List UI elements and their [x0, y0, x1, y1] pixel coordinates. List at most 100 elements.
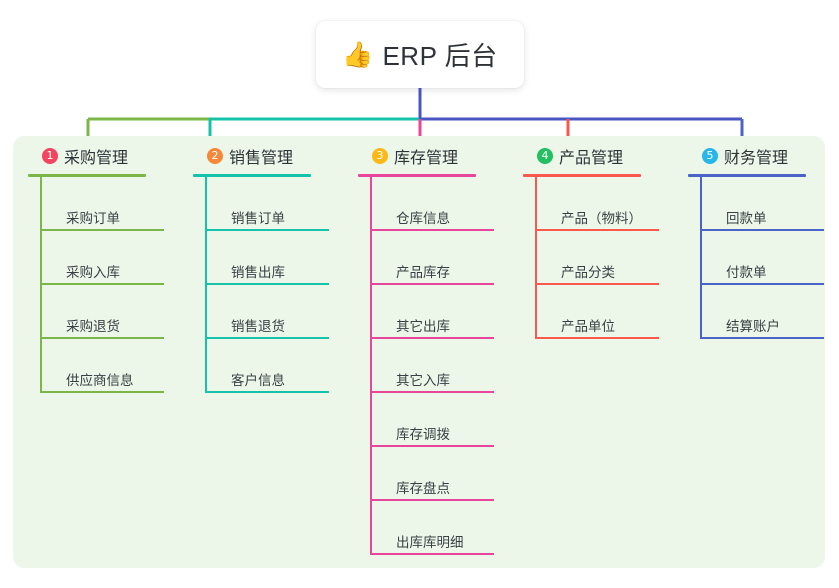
module-item-label: 出库库明细 [396, 534, 464, 550]
module-item-label: 产品库存 [396, 264, 450, 280]
module-item[interactable]: 采购入库 [40, 231, 178, 285]
module-item-rule [372, 499, 494, 501]
module-item[interactable]: 销售订单 [205, 177, 343, 231]
module-item-rule [372, 229, 494, 231]
module-badge-3: 3 [372, 148, 388, 164]
module-column-2: 2 销售管理销售订单销售出库销售退货客户信息 [193, 144, 343, 393]
module-item[interactable]: 出库库明细 [370, 501, 508, 555]
module-item[interactable]: 仓库信息 [370, 177, 508, 231]
module-item[interactable]: 客户信息 [205, 339, 343, 393]
module-header-rule-3 [358, 174, 476, 177]
module-item-rule [702, 229, 824, 231]
module-title-3: 库存管理 [394, 150, 459, 167]
module-item-label: 产品（物料） [561, 210, 642, 226]
root-node-label: ERP 后台 [382, 41, 498, 71]
module-item-rule [42, 283, 164, 285]
module-item-label: 其它出库 [396, 318, 450, 334]
module-item[interactable]: 产品库存 [370, 231, 508, 285]
module-spine-3 [370, 177, 372, 555]
module-header-1[interactable]: 1 采购管理 [28, 144, 178, 168]
module-item-label: 其它入库 [396, 372, 450, 388]
module-badge-1: 1 [42, 148, 58, 164]
module-item-rule [702, 337, 824, 339]
module-badge-5: 5 [702, 148, 718, 164]
module-items-4: 产品（物料） 产品分类产品单位 [523, 177, 673, 339]
module-item-rule [372, 445, 494, 447]
module-item-label: 回款单 [726, 210, 767, 226]
module-item[interactable]: 回款单 [700, 177, 838, 231]
module-item-label: 库存调拨 [396, 426, 450, 442]
module-item-label: 销售订单 [231, 210, 285, 226]
module-item-label: 采购订单 [66, 210, 120, 226]
module-item-rule [372, 283, 494, 285]
module-items-2: 销售订单销售出库销售退货客户信息 [193, 177, 343, 393]
module-item[interactable]: 销售退货 [205, 285, 343, 339]
module-column-1: 1 采购管理采购订单采购入库采购退货供应商信息 [28, 144, 178, 393]
module-item-rule [537, 229, 659, 231]
module-item-label: 仓库信息 [396, 210, 450, 226]
module-item[interactable]: 采购订单 [40, 177, 178, 231]
module-header-2[interactable]: 2 销售管理 [193, 144, 343, 168]
module-item[interactable]: 产品（物料） [535, 177, 673, 231]
module-item[interactable]: 供应商信息 [40, 339, 178, 393]
module-item-label: 产品分类 [561, 264, 615, 280]
module-item-rule [207, 391, 329, 393]
root-node[interactable]: 👍 ERP 后台 [316, 21, 524, 88]
module-item-label: 产品单位 [561, 318, 615, 334]
module-item[interactable]: 其它出库 [370, 285, 508, 339]
module-item-rule [372, 553, 494, 555]
module-item-rule [537, 337, 659, 339]
module-item[interactable]: 产品分类 [535, 231, 673, 285]
module-item[interactable]: 产品单位 [535, 285, 673, 339]
module-spine-4 [535, 177, 537, 339]
module-header-rule-4 [523, 174, 641, 177]
module-item-label: 付款单 [726, 264, 767, 280]
module-item-label: 销售出库 [231, 264, 285, 280]
modules-panel [13, 136, 825, 568]
module-title-1: 采购管理 [64, 150, 129, 167]
module-column-3: 3 库存管理仓库信息产品库存其它出库其它入库库存调拨库存盘点出库库明细 [358, 144, 508, 555]
module-item-rule [372, 337, 494, 339]
module-items-3: 仓库信息产品库存其它出库其它入库库存调拨库存盘点出库库明细 [358, 177, 508, 555]
module-item-label: 采购退货 [66, 318, 120, 334]
module-items-1: 采购订单采购入库采购退货供应商信息 [28, 177, 178, 393]
module-title-2: 销售管理 [229, 150, 294, 167]
module-item[interactable]: 付款单 [700, 231, 838, 285]
module-item-label: 供应商信息 [66, 372, 134, 388]
module-spine-1 [40, 177, 42, 393]
module-item-rule [537, 283, 659, 285]
module-items-5: 回款单付款单结算账户 [688, 177, 838, 339]
module-header-rule-2 [193, 174, 311, 177]
module-item[interactable]: 销售出库 [205, 231, 343, 285]
module-spine-5 [700, 177, 702, 339]
module-header-rule-1 [28, 174, 146, 177]
module-item-rule [207, 283, 329, 285]
module-badge-4: 4 [537, 148, 553, 164]
module-item-rule [207, 337, 329, 339]
module-header-5[interactable]: 5 财务管理 [688, 144, 838, 168]
module-item-label: 销售退货 [231, 318, 285, 334]
module-item-label: 采购入库 [66, 264, 120, 280]
module-column-5: 5 财务管理回款单付款单结算账户 [688, 144, 838, 339]
module-item-rule [42, 229, 164, 231]
module-item[interactable]: 库存盘点 [370, 447, 508, 501]
module-badge-2: 2 [207, 148, 223, 164]
module-item[interactable]: 库存调拨 [370, 393, 508, 447]
module-header-3[interactable]: 3 库存管理 [358, 144, 508, 168]
module-item[interactable]: 采购退货 [40, 285, 178, 339]
module-item-rule [207, 229, 329, 231]
module-item-rule [702, 283, 824, 285]
module-item[interactable]: 结算账户 [700, 285, 838, 339]
module-spine-2 [205, 177, 207, 393]
module-item[interactable]: 其它入库 [370, 339, 508, 393]
thumbs-up-icon: 👍 [342, 41, 374, 69]
module-item-rule [42, 391, 164, 393]
module-item-rule [42, 337, 164, 339]
module-item-label: 结算账户 [726, 318, 780, 334]
module-item-label: 客户信息 [231, 372, 285, 388]
module-title-5: 财务管理 [724, 150, 789, 167]
module-header-rule-5 [688, 174, 806, 177]
